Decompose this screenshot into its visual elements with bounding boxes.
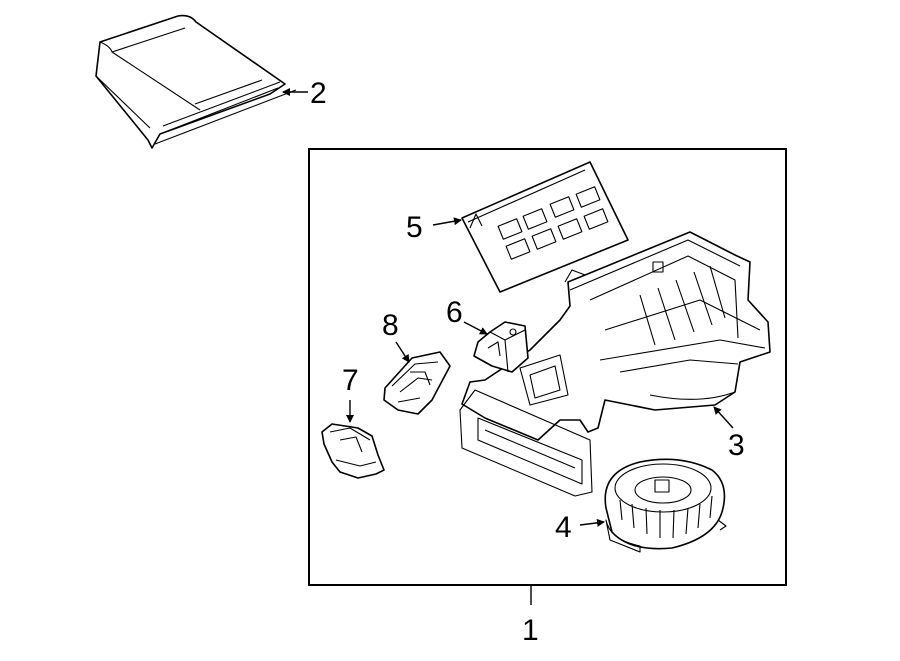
blower-resistor-part bbox=[383, 351, 451, 415]
callout-1: 1 bbox=[522, 614, 539, 647]
leader-lines bbox=[282, 88, 734, 605]
callout-3: 3 bbox=[728, 429, 745, 462]
callout-6: 6 bbox=[446, 296, 463, 329]
callout-2: 2 bbox=[310, 77, 327, 110]
evaporator-core-part bbox=[461, 161, 629, 293]
mode-actuator-part bbox=[473, 321, 529, 373]
blower-housing-part bbox=[459, 231, 771, 497]
callout-labels: 1 2 3 4 5 6 7 8 bbox=[310, 77, 745, 647]
callout-5: 5 bbox=[406, 211, 423, 244]
callout-7: 7 bbox=[342, 364, 359, 397]
assembly-frame bbox=[308, 148, 787, 586]
blower-motor-part bbox=[604, 458, 727, 553]
callout-8: 8 bbox=[382, 309, 399, 342]
cabin-filter-part bbox=[95, 14, 297, 149]
callout-4: 4 bbox=[555, 511, 572, 544]
air-mix-actuator-part bbox=[321, 423, 385, 479]
